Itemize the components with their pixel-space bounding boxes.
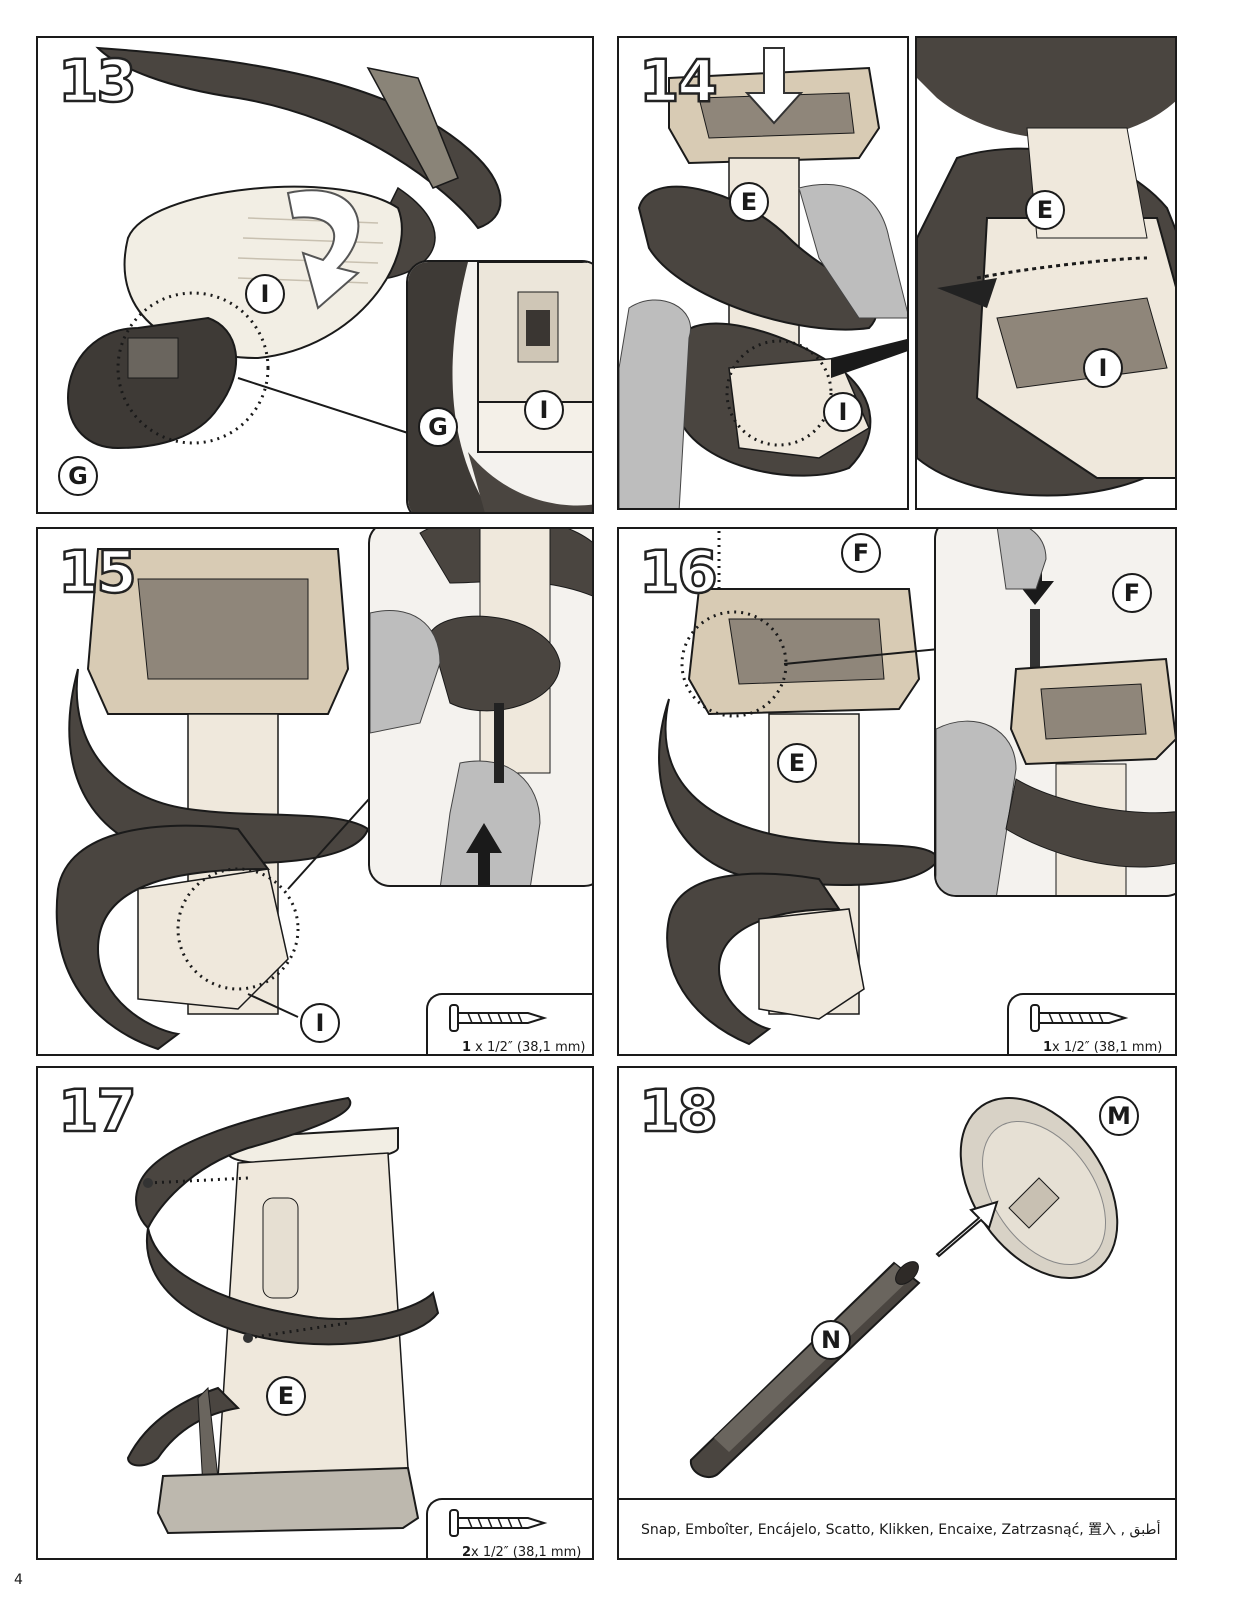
step-17-illustration bbox=[126, 1096, 440, 1535]
screw-icon bbox=[449, 1004, 548, 1032]
hardware-size: x 1/2″ (38,1 mm) bbox=[471, 1040, 586, 1055]
callout-N: N bbox=[811, 1320, 851, 1360]
callout-G: G bbox=[418, 407, 458, 447]
step-15-illustration bbox=[55, 548, 379, 1051]
callout-F: F bbox=[1112, 573, 1152, 613]
step-15-detail-inset bbox=[368, 529, 592, 887]
hardware-box: 1 x 1/2″ (38,1 mm) bbox=[426, 993, 592, 1055]
step-18-panel: 18 M N Snap, Emboîter, Encájelo, Scatto,… bbox=[617, 1066, 1177, 1560]
screw-icon bbox=[449, 1509, 548, 1537]
screw-icon bbox=[1030, 1004, 1129, 1032]
step-14-detail-illustration bbox=[917, 38, 1175, 497]
callout-I: I bbox=[524, 390, 564, 430]
step-16-panel: 16 F E F 1x 1/2″ (38,1 mm) bbox=[617, 527, 1177, 1056]
step-14-detail-panel: E I bbox=[915, 36, 1177, 510]
hardware-qty: 1 bbox=[462, 1040, 472, 1055]
step-number: 18 bbox=[638, 1077, 719, 1145]
hardware-size: x 1/2″ (38,1 mm) bbox=[1052, 1040, 1163, 1055]
hardware-box: 1x 1/2″ (38,1 mm) bbox=[1007, 993, 1175, 1055]
step-number: 14 bbox=[638, 47, 719, 115]
callout-G: G bbox=[58, 456, 98, 496]
hardware-size: x 1/2″ (38,1 mm) bbox=[471, 1545, 582, 1560]
callout-I: I bbox=[245, 274, 285, 314]
step-16-detail-inset: F bbox=[934, 529, 1175, 897]
step-number: 15 bbox=[57, 538, 138, 606]
snap-caption: Snap, Emboîter, Encájelo, Scatto, Klikke… bbox=[619, 1498, 1175, 1558]
callout-E: E bbox=[777, 743, 817, 783]
step-14-illustration bbox=[619, 47, 907, 508]
arrow-down-icon bbox=[744, 47, 804, 125]
rotate-arrow-icon bbox=[286, 189, 361, 310]
step-17-panel: 17 E 2x 1/2″ (38,1 mm) bbox=[36, 1066, 594, 1560]
callout-I: I bbox=[300, 1003, 340, 1043]
callout-E: E bbox=[266, 1376, 306, 1416]
callout-I: I bbox=[823, 392, 863, 432]
step-number: 13 bbox=[57, 47, 138, 115]
step-number: 17 bbox=[57, 1077, 138, 1145]
arrow-up-icon bbox=[466, 823, 502, 885]
hardware-box: 2x 1/2″ (38,1 mm) bbox=[426, 1498, 592, 1560]
step-13-detail-inset: I G bbox=[406, 260, 592, 512]
step-18-illustration bbox=[689, 1096, 1119, 1479]
callout-E: E bbox=[729, 182, 769, 222]
step-15-panel: 15 I 1 x 1/2″ (38,1 mm) bbox=[36, 527, 594, 1056]
step-13-panel: 13 I G I G bbox=[36, 36, 594, 514]
callout-E: E bbox=[1025, 190, 1065, 230]
step-13-illustration bbox=[66, 46, 502, 450]
step-16-illustration bbox=[658, 531, 941, 1046]
outline-arrow-icon bbox=[935, 1200, 999, 1258]
hardware-qty: 2 bbox=[462, 1545, 472, 1560]
callout-F: F bbox=[841, 533, 881, 573]
page-number: 4 bbox=[14, 1572, 23, 1588]
callout-M: M bbox=[1099, 1096, 1139, 1136]
callout-I: I bbox=[1083, 348, 1123, 388]
step-number: 16 bbox=[638, 538, 719, 606]
step-14-panel: 14 E I bbox=[617, 36, 909, 510]
hardware-qty: 1 bbox=[1043, 1040, 1053, 1055]
